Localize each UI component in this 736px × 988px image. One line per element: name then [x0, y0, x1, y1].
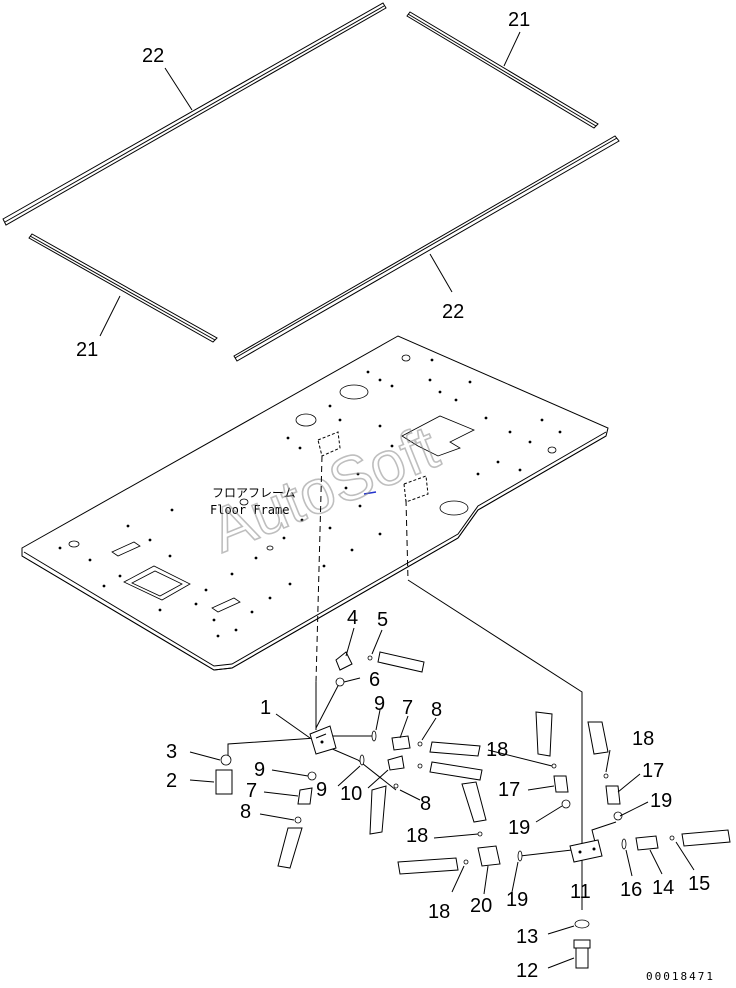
- callout-5: 5: [377, 609, 388, 631]
- callout-12: 12: [516, 960, 538, 982]
- callout-9-center: 9: [316, 779, 327, 801]
- strip-leaders: [99, 31, 521, 337]
- callouts: 22 21 21 22 4 5 6 1 9 7 8 18 18 3 9 9 10…: [76, 9, 710, 982]
- callout-17-right: 17: [642, 760, 664, 782]
- callout-1: 1: [260, 697, 271, 719]
- callout-21-upper: 21: [508, 9, 530, 31]
- seal-strip-21-upper-right: [406, 11, 599, 129]
- callout-19-right: 19: [650, 790, 672, 812]
- callout-22-lower: 22: [442, 301, 464, 323]
- callout-6: 6: [369, 669, 380, 691]
- fittings: [215, 651, 731, 969]
- callout-21-lower: 21: [76, 339, 98, 361]
- callout-19-mid: 19: [508, 817, 530, 839]
- floor-frame-label-en: Floor Frame: [210, 503, 289, 517]
- callout-3: 3: [166, 741, 177, 763]
- marker-line: [363, 491, 377, 495]
- callout-10: 10: [340, 783, 362, 805]
- callout-11: 11: [570, 881, 591, 903]
- floor-frame-plate: [21, 335, 609, 671]
- callout-8-left: 8: [240, 801, 251, 823]
- seal-strip-21-lower-left: [28, 233, 218, 343]
- seal-strip-22-upper-left: [2, 2, 387, 226]
- callout-18-lower: 18: [406, 825, 428, 847]
- callout-22-upper: 22: [142, 45, 164, 67]
- callout-leaders: [189, 627, 695, 969]
- callout-18-mid: 18: [486, 739, 508, 761]
- callout-4: 4: [347, 607, 358, 629]
- callout-14: 14: [652, 877, 674, 899]
- callout-2: 2: [166, 770, 177, 792]
- floor-frame-label-jp: フロアフレーム: [212, 486, 296, 500]
- junction-block-1: [309, 725, 337, 755]
- callout-15: 15: [688, 873, 710, 895]
- callout-16: 16: [620, 879, 642, 901]
- drawing-number: 00018471: [646, 970, 715, 983]
- callout-20: 20: [470, 895, 492, 917]
- callout-9-left: 9: [254, 759, 265, 781]
- callout-18-right: 18: [632, 728, 654, 750]
- callout-17-mid: 17: [498, 779, 520, 801]
- callout-7-left: 7: [246, 780, 257, 802]
- callout-19-bottom: 19: [506, 889, 528, 911]
- callout-9-top: 9: [374, 693, 385, 715]
- callout-18-bottom: 18: [428, 901, 450, 923]
- callout-13: 13: [516, 926, 538, 948]
- callout-7-right: 7: [402, 697, 413, 719]
- mounting-holes: [58, 358, 562, 638]
- junction-block-11: [569, 839, 603, 863]
- callout-8-center: 8: [420, 793, 431, 815]
- seal-strip-22-lower-right: [233, 135, 620, 362]
- callout-8-top: 8: [431, 699, 442, 721]
